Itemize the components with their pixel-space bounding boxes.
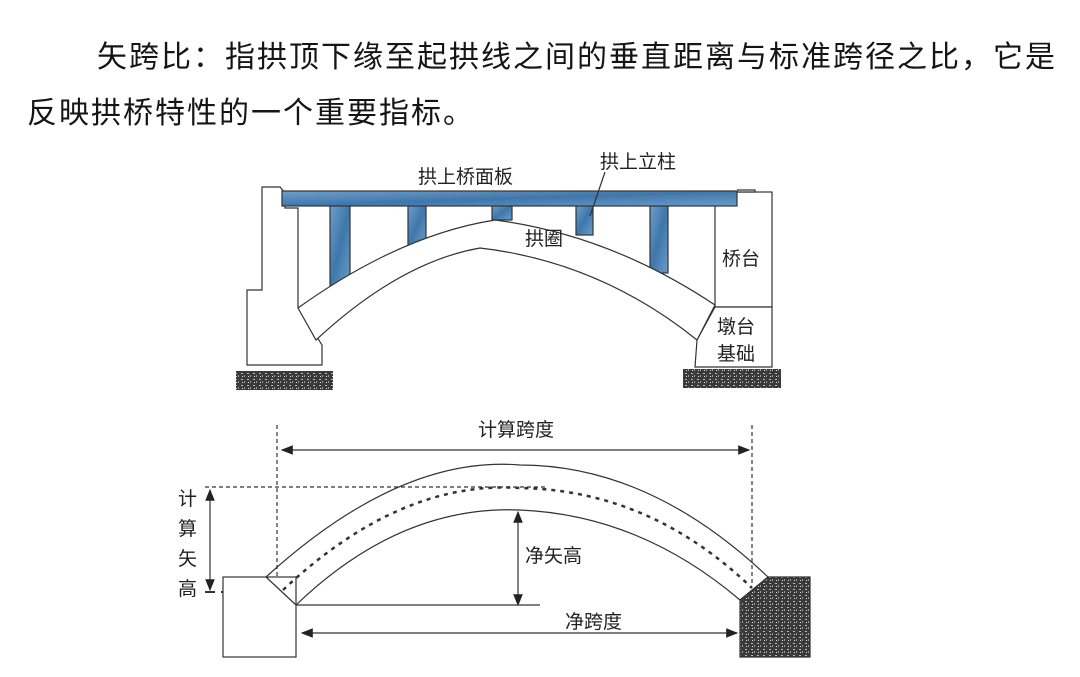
column-label: 拱上立柱 xyxy=(600,151,676,173)
arch-ring xyxy=(297,219,716,341)
calc-rise-char: 计 xyxy=(178,488,197,510)
arch-label: 拱圈 xyxy=(525,228,563,250)
deck-label: 拱上桥面板 xyxy=(418,166,513,188)
definition-paragraph: 矢跨比：指拱顶下缘至起拱线之间的垂直距离与标准跨径之比，它是反映拱桥特性的一个重… xyxy=(27,40,1057,131)
abutment-label: 桥台 xyxy=(722,248,760,270)
foundation-label-1: 墩台 xyxy=(717,316,755,338)
net-span-label: 净跨度 xyxy=(565,611,622,633)
intrados-curve xyxy=(295,509,741,606)
left-abutment xyxy=(246,186,323,366)
right-abutment-block xyxy=(739,576,811,658)
arch-ends xyxy=(265,576,769,606)
column-leader-line xyxy=(589,171,606,217)
arch-axis xyxy=(282,486,753,591)
deck-columns xyxy=(329,204,669,288)
bridge-elevation xyxy=(236,171,781,390)
calc-rise-char: 算 xyxy=(178,518,197,540)
span-rise-diagram xyxy=(205,425,811,658)
extrados-curve xyxy=(265,463,769,578)
deck-slab xyxy=(281,190,738,207)
net-rise-label: 净矢高 xyxy=(525,545,582,567)
left-ground xyxy=(236,371,333,390)
calc-rise-char: 矢 xyxy=(178,548,197,570)
calc-span-label: 计算跨度 xyxy=(478,419,554,441)
right-ground xyxy=(683,369,781,388)
foundation-label-2: 基础 xyxy=(717,343,755,365)
calc-rise-char: 高 xyxy=(178,578,197,600)
right-abutment-cap xyxy=(737,189,756,193)
